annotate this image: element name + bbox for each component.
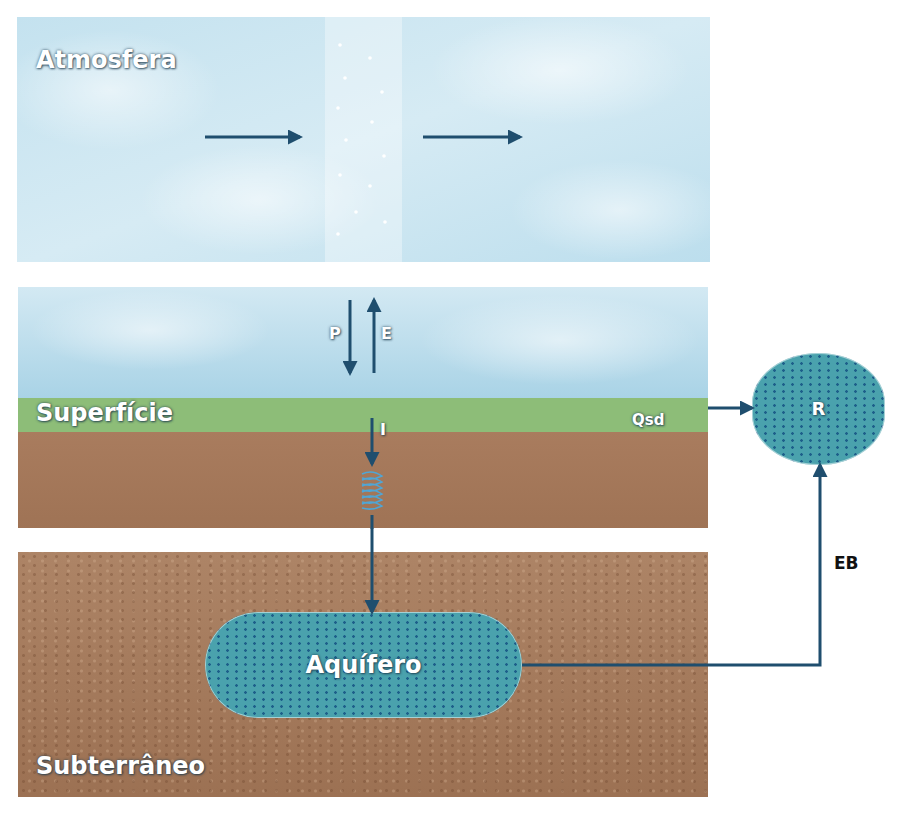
flow-label: Qsd	[632, 412, 664, 429]
flux-label: E	[381, 325, 392, 343]
reservoir-shape: R	[752, 353, 885, 465]
layer-band: Subterrâneo Aquífero	[18, 552, 708, 797]
node-title: Subterrâneo	[36, 753, 205, 779]
node-title: R	[812, 399, 826, 419]
flow-label: EB	[834, 554, 859, 573]
layer-band: Atmosfera	[17, 17, 710, 262]
flux-label: I	[380, 421, 386, 439]
reservoir-shape: Aquífero	[205, 612, 522, 718]
node-title: Superfície	[36, 400, 173, 426]
layer-band: Superfície	[18, 287, 708, 528]
flux-label: P	[329, 325, 341, 343]
node-title: Atmosfera	[36, 47, 177, 73]
flow-arrow	[708, 407, 752, 410]
node-title: Aquífero	[305, 652, 421, 678]
